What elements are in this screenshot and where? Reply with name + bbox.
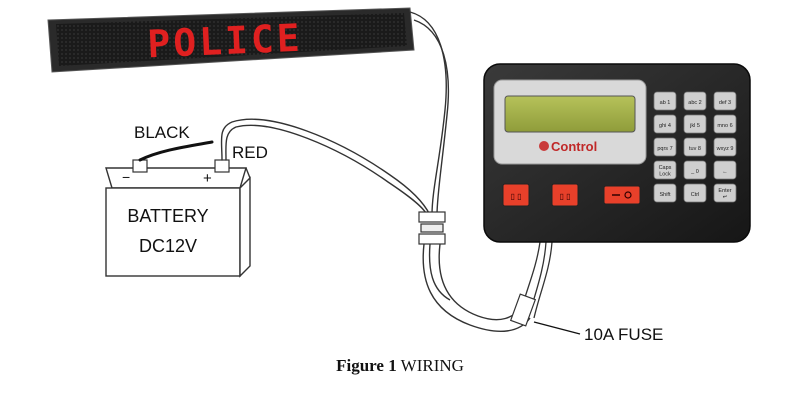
keypad-key[interactable]: ab 1	[653, 91, 677, 111]
svg-text:▯ ▯: ▯ ▯	[510, 192, 521, 201]
keypad-key-label: def 3	[719, 100, 731, 106]
keypad-key[interactable]: Enter↵	[713, 183, 737, 203]
red-wire-label: RED	[232, 143, 268, 162]
battery-wires	[138, 118, 431, 216]
keypad-key[interactable]: Ctrl	[683, 183, 707, 203]
keypad-key[interactable]: ←	[713, 160, 737, 180]
keypad-key[interactable]: def 3	[713, 91, 737, 111]
keypad-key[interactable]: wxyz 9	[713, 137, 737, 157]
battery: − + BATTERY DC12V	[105, 159, 251, 278]
keypad-key-top-label: Enter	[718, 188, 731, 194]
keypad-key[interactable]: mno 6	[713, 114, 737, 134]
battery-label: BATTERY	[127, 206, 208, 226]
keypad-key-label: ←	[722, 169, 728, 175]
keypad-key-label: abc 2	[688, 100, 701, 106]
lcd-screen	[504, 95, 636, 133]
brand-logo: Control	[539, 139, 597, 154]
positive-sign: +	[203, 170, 212, 187]
keypad-key-label: Lock	[659, 172, 671, 178]
keypad-key-label: ↵	[723, 195, 728, 201]
brand-text: Control	[551, 139, 597, 154]
svg-text:▯ ▯: ▯ ▯	[559, 192, 570, 201]
keypad-key-top-label: Caps	[659, 165, 672, 171]
fuse	[509, 293, 537, 327]
keypad-key-label: ab 1	[660, 100, 671, 106]
switch-1[interactable]: ▯ ▯	[502, 183, 530, 207]
negative-terminal	[132, 159, 148, 173]
black-wire-label: BLACK	[134, 123, 190, 142]
keypad-key[interactable]: ghi 4	[653, 114, 677, 134]
black-wire	[138, 140, 214, 162]
keypad-key[interactable]: pqrs 7	[653, 137, 677, 157]
keypad-key[interactable]: abc 2	[683, 91, 707, 111]
fuse-label: 10A FUSE	[584, 325, 663, 344]
led-sign-text: POLICE	[147, 16, 304, 67]
keypad-key-label: tuv 8	[689, 146, 701, 152]
keypad-key-label: mno 6	[717, 123, 732, 129]
switch-2[interactable]: ▯ ▯	[551, 183, 579, 207]
keypad-key[interactable]: jkl 5	[683, 114, 707, 134]
battery-voltage: DC12V	[139, 236, 197, 256]
keypad-key-label: ghi 4	[659, 123, 671, 129]
keypad-key-label: Ctrl	[691, 192, 700, 198]
negative-sign: −	[122, 169, 130, 185]
keypad-key[interactable]: tuv 8	[683, 137, 707, 157]
sign-cable	[409, 11, 450, 216]
keypad-key-label: Shift	[659, 192, 670, 198]
keypad-key[interactable]: _ 0	[683, 160, 707, 180]
keypad-key-label: wxyz 9	[716, 146, 734, 152]
power-switch[interactable]	[603, 185, 641, 205]
fuse-leader	[533, 321, 581, 335]
controller: Control ab 1 abc 2 def 3 ghi 4 jkl 5 mno 6 pqr…	[483, 63, 751, 243]
wire-junction	[418, 211, 446, 245]
figure-caption: Figure 1 WIRING	[0, 356, 800, 376]
caption-text: WIRING	[396, 356, 464, 375]
positive-terminal	[214, 159, 230, 173]
keypad-key-label: jkl 5	[689, 123, 700, 129]
led-sign: POLICE	[47, 7, 415, 73]
keypad-key[interactable]: Shift	[653, 183, 677, 203]
keypad: ab 1 abc 2 def 3 ghi 4 jkl 5 mno 6 pqrs 7 tuv 8…	[653, 91, 737, 203]
keypad-key-label: pqrs 7	[657, 146, 672, 152]
caption-bold: Figure 1	[336, 356, 397, 375]
keypad-key-label: _ 0	[690, 169, 699, 175]
